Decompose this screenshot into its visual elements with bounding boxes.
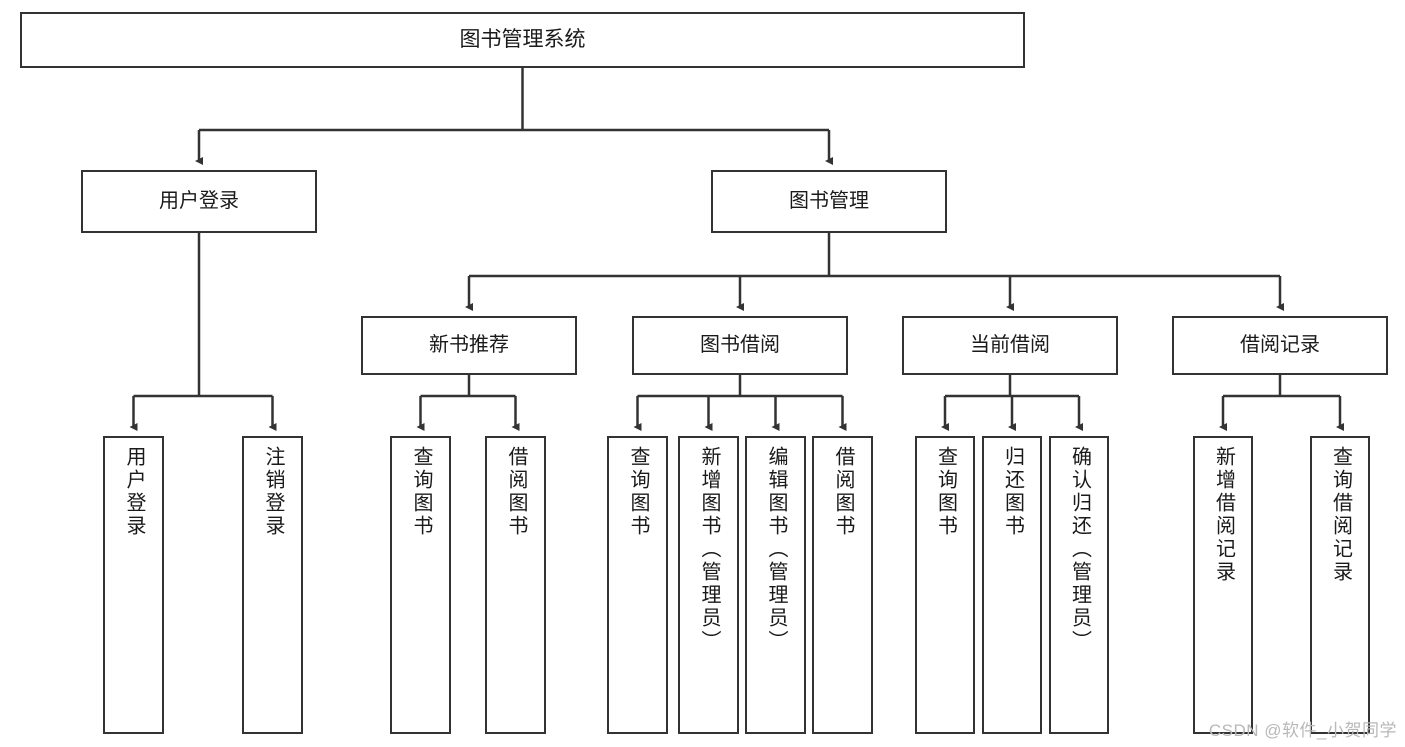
node-leaf-add-book[interactable]: 新增图书（管理员）: [678, 436, 739, 734]
node-leaf-logout[interactable]: 注销登录: [242, 436, 303, 734]
node-label: 编辑图书（管理员）: [765, 446, 787, 653]
node-label: 图书借阅: [700, 334, 780, 356]
node-book-manage[interactable]: 图书管理: [711, 170, 947, 233]
node-new-book-rec[interactable]: 新书推荐: [361, 316, 577, 375]
node-label: 注销登录: [262, 446, 284, 538]
node-leaf-return-book[interactable]: 归还图书: [982, 436, 1042, 734]
node-leaf-user-login[interactable]: 用户登录: [103, 436, 164, 734]
node-label: 借阅图书: [832, 446, 854, 538]
node-user-login[interactable]: 用户登录: [81, 170, 317, 233]
node-leaf-query-book-b[interactable]: 查询图书: [607, 436, 668, 734]
node-label: 图书管理系统: [459, 27, 586, 51]
node-label: 新增图书（管理员）: [698, 446, 720, 653]
node-label: 新书推荐: [429, 334, 509, 356]
node-root[interactable]: 图书管理系统: [20, 12, 1025, 68]
node-label: 借阅记录: [1240, 334, 1320, 356]
node-label: 归还图书: [1001, 446, 1024, 538]
node-current-borrow[interactable]: 当前借阅: [902, 316, 1118, 375]
node-label: 查询借阅记录: [1329, 446, 1352, 584]
node-label: 借阅图书: [505, 446, 527, 538]
node-label: 确认归还（管理员）: [1068, 446, 1091, 653]
node-label: 查询图书: [627, 446, 649, 538]
node-label: 用户登录: [123, 446, 145, 538]
node-leaf-borrow-book-rec[interactable]: 借阅图书: [485, 436, 546, 734]
node-label: 查询图书: [410, 446, 432, 538]
node-leaf-add-record[interactable]: 新增借阅记录: [1193, 436, 1253, 734]
node-leaf-query-book-c[interactable]: 查询图书: [915, 436, 975, 734]
node-label: 当前借阅: [970, 334, 1050, 356]
node-borrow-record[interactable]: 借阅记录: [1172, 316, 1388, 375]
node-leaf-borrow-book-b[interactable]: 借阅图书: [812, 436, 873, 734]
node-leaf-confirm-return[interactable]: 确认归还（管理员）: [1049, 436, 1109, 734]
node-leaf-query-book-rec[interactable]: 查询图书: [390, 436, 451, 734]
node-leaf-edit-book[interactable]: 编辑图书（管理员）: [745, 436, 806, 734]
csdn-watermark: CSDN @软件_小贺同学: [1208, 721, 1397, 740]
node-label: 查询图书: [934, 446, 957, 538]
node-book-borrow[interactable]: 图书借阅: [632, 316, 848, 375]
node-label: 新增借阅记录: [1212, 446, 1235, 584]
node-label: 用户登录: [159, 190, 239, 212]
node-label: 图书管理: [789, 190, 869, 212]
node-leaf-query-record[interactable]: 查询借阅记录: [1310, 436, 1370, 734]
